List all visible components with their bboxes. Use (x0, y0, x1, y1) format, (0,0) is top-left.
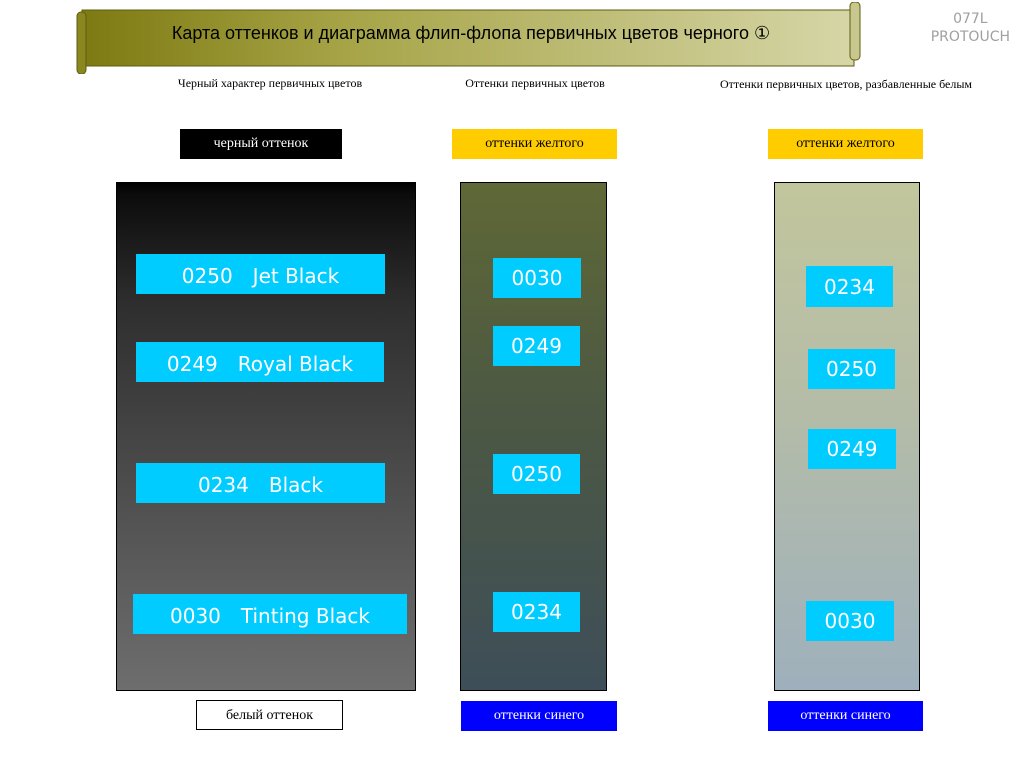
column-heading-1: Черный характер первичных цветов (177, 76, 363, 90)
swatch-label: 0249 Royal Black (136, 342, 384, 382)
swatch-label: 0250 (493, 454, 580, 494)
bottom-tag-blue-tones-2: оттенки синего (768, 701, 923, 731)
swatch-label: 0030 Tinting Black (133, 594, 407, 634)
top-tag-yellow-tones-1: оттенки желтого (452, 129, 617, 159)
swatch-label: 0234 Black (136, 463, 385, 503)
bottom-tag-white-tone: белый оттенок (196, 700, 343, 730)
column-heading-2: Оттенки первичных цветов (465, 76, 605, 90)
title-banner: Карта оттенков и диаграмма флип-флопа пе… (76, 2, 866, 74)
brand-name: PROTOUCH (930, 29, 1010, 45)
brand-code: 077L (953, 11, 988, 27)
swatch-label: 0249 (808, 429, 896, 469)
swatch-label: 0030 (806, 601, 894, 641)
swatch-label: 0250 (808, 349, 895, 389)
top-tag-yellow-tones-2: оттенки желтого (768, 129, 923, 159)
swatch-label: 0234 (493, 592, 580, 632)
scroll-banner-graphic (76, 2, 861, 74)
swatch-label: 0249 (493, 326, 580, 366)
bottom-tag-blue-tones-1: оттенки синего (461, 701, 617, 731)
swatch-label: 0234 (806, 266, 893, 307)
page-title: Карта оттенков и диаграмма флип-флопа пе… (171, 23, 771, 43)
column-heading-3: Оттенки первичных цветов, разбавленные б… (719, 77, 973, 91)
swatch-label: 0250 Jet Black (136, 254, 385, 294)
swatch-label: 0030 (493, 258, 581, 298)
brand-logo-text: 077L PROTOUCH (931, 10, 1010, 46)
top-tag-black-tone: черный оттенок (180, 129, 342, 159)
